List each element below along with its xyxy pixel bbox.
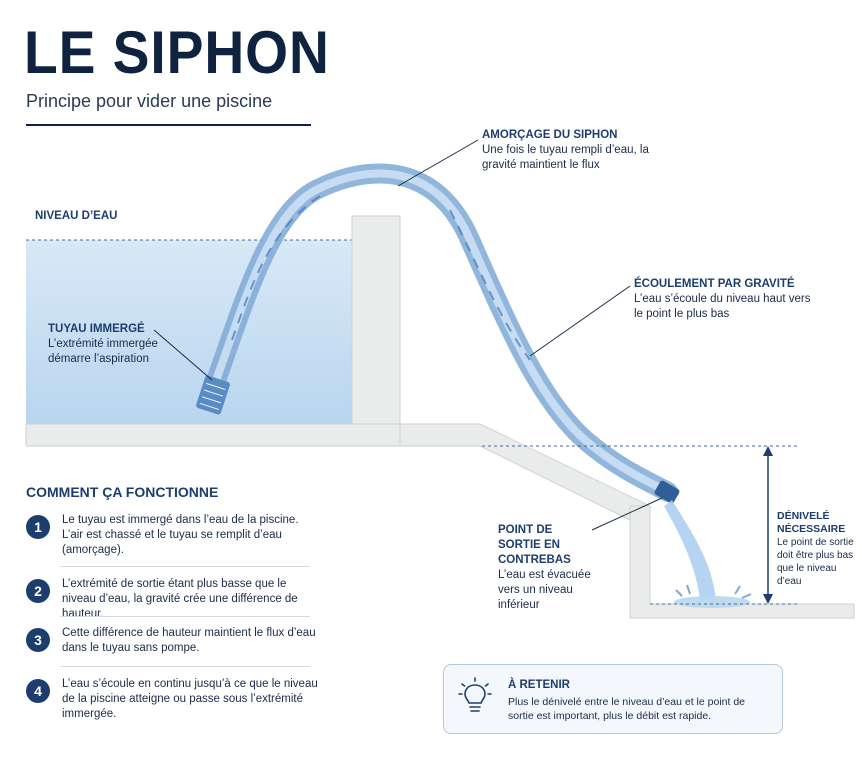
label-outlet-title: POINT DE SORTIE EN CONTREBAS — [498, 524, 571, 566]
label-outlet-text: L’eau est évacuée vers un niveau inférie… — [498, 569, 591, 611]
water-level-label: NIVEAU D’EAU — [35, 210, 118, 222]
flow-streaks — [231, 195, 531, 361]
step-text: L’extrémité de sortie étant plus basse q… — [62, 578, 298, 620]
key-takeaway-title: À RETENIR — [508, 679, 570, 691]
label-priming-text: Une fois le tuyau rempli d’eau, la gravi… — [482, 144, 649, 171]
siphon-pipe-highlight — [208, 169, 672, 496]
page-title: LE SIPHON — [24, 19, 330, 86]
lightbulb-icon — [458, 677, 492, 712]
label-height: DÉNIVELÉ NÉCESSAIRE Le point de sortie d… — [777, 510, 857, 588]
step-number: 1 — [26, 515, 50, 539]
step-number: 2 — [26, 579, 50, 603]
pool-water — [26, 240, 352, 424]
splash — [674, 596, 750, 608]
title-divider — [26, 124, 311, 126]
pool-wall — [351, 215, 401, 425]
key-takeaway-text: Plus le dénivelé entre le niveau d’eau e… — [508, 696, 745, 722]
label-gravity: ÉCOULEMENT PAR GRAVITÉ L’eau s’écoule du… — [634, 277, 814, 322]
label-priming: AMORÇAGE DU SIPHON Une fois le tuyau rem… — [482, 128, 652, 173]
leader-outlet — [591, 497, 663, 531]
label-gravity-title: ÉCOULEMENT PAR GRAVITÉ — [634, 278, 795, 290]
key-takeaway-box: À RETENIR Plus le dénivelé entre le nive… — [443, 664, 783, 734]
step-divider — [60, 666, 310, 667]
page-subtitle: Principe pour vider une piscine — [26, 91, 273, 111]
label-outlet: POINT DE SORTIE EN CONTREBAS L’eau est é… — [498, 523, 598, 613]
step-number: 4 — [26, 679, 50, 703]
step-text: L’eau s’écoule en continu jusqu’à ce que… — [62, 678, 318, 720]
leader-priming — [397, 139, 479, 187]
outflow-stream — [664, 500, 716, 600]
leader-submerged — [153, 329, 213, 381]
outlet-cuff — [654, 480, 680, 504]
label-submerged: TUYAU IMMERGÉ L’extrémité immergée démar… — [48, 322, 163, 367]
step-divider — [60, 566, 310, 567]
label-gravity-text: L’eau s’écoule du niveau haut vers le po… — [634, 293, 811, 320]
label-priming-title: AMORÇAGE DU SIPHON — [482, 129, 618, 141]
step-number: 3 — [26, 628, 50, 652]
step-text: Le tuyau est immergé dans l’eau de la pi… — [62, 514, 299, 556]
how-it-works-title: COMMENT ÇA FONCTIONNE — [26, 484, 219, 500]
label-submerged-title: TUYAU IMMERGÉ — [48, 323, 145, 335]
step-text: Cette différence de hauteur maintient le… — [62, 627, 316, 654]
label-height-text: Le point de sortie doit être plus bas qu… — [777, 537, 854, 587]
label-height-title: DÉNIVELÉ NÉCESSAIRE — [777, 510, 846, 535]
lower-step — [629, 505, 855, 619]
label-submerged-text: L’extrémité immergée démarre l’aspiratio… — [48, 338, 158, 365]
step-divider — [60, 616, 310, 617]
splash-droplets — [675, 584, 752, 599]
leader-gravity — [529, 285, 631, 357]
